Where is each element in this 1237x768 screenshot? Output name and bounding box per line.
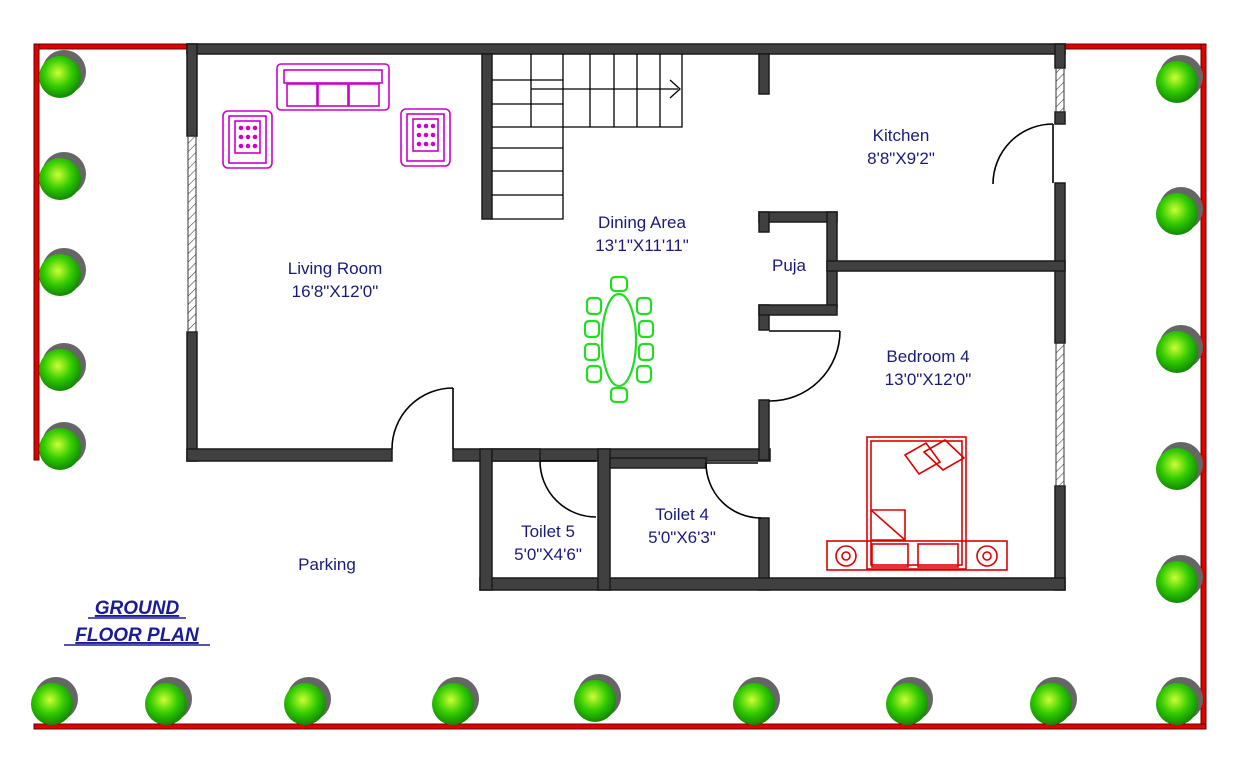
kitchen-size: 8'8"X9'2" — [867, 149, 935, 168]
kitchen-name: Kitchen — [873, 126, 930, 145]
room-labels: Living Room 16'8"X12'0" Dining Area 13'1… — [288, 126, 972, 574]
tree-icon — [39, 152, 86, 200]
tree-icon — [1156, 555, 1203, 603]
door-swing-icon — [391, 387, 454, 450]
tree-icon — [39, 343, 86, 391]
tree-icon — [39, 422, 86, 470]
staircase-icon — [492, 54, 683, 220]
tree-icon — [1030, 677, 1077, 725]
toilet-5-size: 5'0"X4'6" — [514, 545, 582, 564]
window-kitchen — [1055, 67, 1065, 113]
living-room-name: Living Room — [288, 259, 383, 278]
windows — [187, 67, 1065, 487]
trees — [31, 50, 1203, 725]
door-swing-icon — [768, 330, 841, 402]
tree-icon — [1156, 325, 1203, 373]
dining-area-size: 13'1"X11'11" — [595, 236, 689, 255]
plot-boundary — [33, 43, 1207, 730]
tree-icon — [39, 50, 86, 98]
armchair-icon — [400, 108, 451, 167]
door-swing-icon — [705, 462, 762, 519]
tree-icon — [31, 677, 78, 725]
toilet-4-size: 5'0"X6'3" — [648, 528, 716, 547]
tree-icon — [886, 677, 933, 725]
bed-icon — [826, 436, 1008, 571]
window-living — [187, 135, 197, 333]
doors — [391, 123, 1054, 519]
title-line-1: GROUND — [95, 598, 180, 619]
tree-icon — [145, 677, 192, 725]
dining-table-icon — [583, 275, 655, 404]
tree-icon — [733, 677, 780, 725]
puja-name: Puja — [772, 256, 807, 275]
plan-title: GROUND FLOOR PLAN — [64, 598, 210, 646]
living-room-size: 16'8"X12'0" — [292, 282, 379, 301]
toilet-4-name: Toilet 4 — [655, 505, 709, 524]
tree-icon — [574, 674, 621, 722]
tree-icon — [284, 677, 331, 725]
toilet-5-name: Toilet 5 — [521, 522, 575, 541]
window-bedroom — [1055, 342, 1065, 487]
tree-icon — [1156, 187, 1203, 235]
tree-icon — [1156, 677, 1203, 725]
dining-area-name: Dining Area — [598, 213, 686, 232]
tree-icon — [39, 248, 86, 296]
sofa-icon — [276, 63, 390, 111]
tree-icon — [1156, 55, 1203, 103]
tree-icon — [1156, 442, 1203, 490]
title-line-2: FLOOR PLAN — [75, 625, 200, 646]
tree-icon — [432, 677, 479, 725]
walls — [186, 43, 1066, 591]
bedroom-size: 13'0"X12'0" — [885, 370, 972, 389]
door-swing-icon — [992, 123, 1054, 185]
parking-name: Parking — [298, 555, 356, 574]
armchair-icon — [222, 110, 273, 169]
bedroom-name: Bedroom 4 — [886, 347, 969, 366]
door-swing-icon — [539, 460, 597, 518]
